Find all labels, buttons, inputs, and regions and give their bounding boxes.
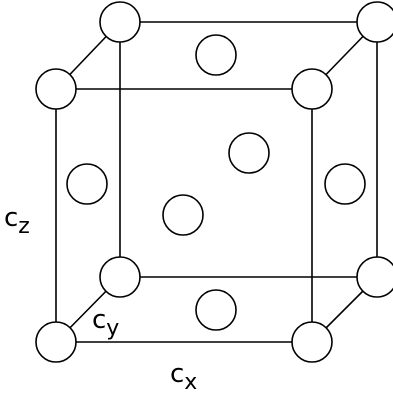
atom-face-back bbox=[228, 132, 270, 174]
atom-corner-front-bottom-right bbox=[291, 321, 333, 363]
label-cx-sub: x bbox=[184, 370, 197, 395]
atom-face-front bbox=[162, 194, 204, 236]
label-cy-sub: y bbox=[106, 316, 119, 341]
atom-corner-back-bottom-right bbox=[356, 256, 393, 298]
atom-face-left bbox=[66, 163, 108, 205]
atom-face-top bbox=[195, 34, 237, 76]
atom-face-right bbox=[324, 163, 366, 205]
atom-corner-back-bottom-left bbox=[99, 256, 141, 298]
label-cz-main: c bbox=[4, 203, 18, 233]
atom-corner-back-top-left bbox=[99, 1, 141, 43]
label-cy-main: c bbox=[92, 305, 106, 335]
atom-corner-front-bottom-left bbox=[35, 321, 77, 363]
atom-corner-front-top-right bbox=[291, 68, 333, 110]
label-cx-main: c bbox=[170, 359, 184, 389]
label-cy: cy bbox=[92, 305, 119, 341]
atom-corner-front-top-left bbox=[35, 68, 77, 110]
label-cx: cx bbox=[170, 359, 197, 395]
label-cz-sub: z bbox=[18, 214, 30, 239]
atom-corner-back-top-right bbox=[356, 1, 393, 43]
label-cz: cz bbox=[4, 203, 30, 239]
atom-face-bottom bbox=[195, 289, 237, 331]
